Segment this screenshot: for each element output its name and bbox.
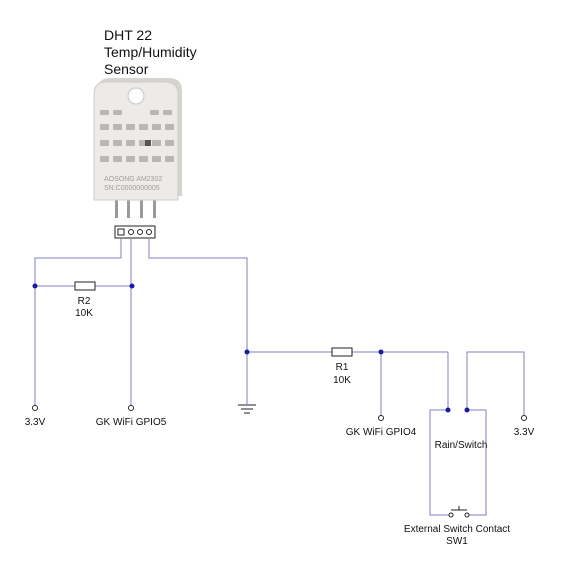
ground-symbol — [238, 404, 256, 414]
terminal-gpio5 — [128, 405, 134, 411]
label-gpio5: GK WiFi GPIO5 — [96, 417, 167, 428]
sensor-mount-hole — [127, 87, 145, 105]
wire-3v3-right — [466, 351, 525, 415]
connector-pin-1 — [117, 228, 125, 236]
junctions — [32, 283, 470, 413]
label-gpio4: GK WiFi GPIO4 — [346, 427, 417, 438]
sensor-pin-4 — [153, 196, 156, 218]
terminal-left-3v3 — [32, 405, 38, 411]
rain-switch-label: Rain/Switch — [435, 440, 488, 451]
sensor-title-line-1: DHT 22 — [104, 27, 152, 43]
wire-ext-left — [429, 409, 449, 516]
r2-ref-label: R2 — [78, 296, 91, 307]
sensor-grille — [100, 110, 174, 162]
terminals — [32, 405, 527, 421]
label-right-3v3: 3.3V — [514, 427, 535, 438]
wire-vcc-left — [34, 238, 122, 405]
wire-ground — [148, 238, 248, 404]
sw1-contact-right — [464, 512, 470, 518]
junction-ground-r1 — [244, 349, 250, 355]
r1-value-label: 10K — [333, 375, 351, 386]
label-left-3v3: 3.3V — [25, 417, 46, 428]
sensor-title-line-2: Temp/Humidity — [104, 44, 197, 60]
wire-ext-right — [467, 409, 487, 516]
junction-rain-left — [445, 407, 451, 413]
sensor-pin-3 — [140, 196, 143, 218]
r2-value-label: 10K — [75, 308, 93, 319]
junction-r2-right — [129, 283, 135, 289]
junction-r1-gpio4 — [378, 349, 384, 355]
junction-r2-left — [32, 283, 38, 289]
sensor-pin-2 — [127, 196, 130, 218]
terminal-right-3v3 — [521, 415, 527, 421]
ext-switch-label: External Switch Contact — [404, 524, 510, 535]
sensor-title-line-3: Sensor — [104, 61, 149, 77]
wires — [34, 238, 525, 516]
connector-pin-4 — [146, 229, 152, 235]
connector-pin-3 — [137, 229, 143, 235]
dht22-sensor-image: AOSONG AM2302 SN:C0000000005 — [93, 78, 182, 218]
resistor-r1 — [331, 347, 353, 357]
external-switch-sw1 — [448, 506, 470, 518]
sensor-body-text-2: SN:C0000000005 — [104, 185, 160, 192]
connector-pin-2 — [128, 229, 134, 235]
sw1-ref-label: SW1 — [446, 536, 468, 547]
sensor-element-window — [145, 140, 151, 146]
sensor-pin-1 — [115, 196, 118, 218]
sensor-body-text-1: AOSONG AM2302 — [104, 176, 162, 183]
junction-rain-right — [464, 407, 470, 413]
sw1-contact-left — [448, 512, 454, 518]
terminal-gpio4 — [378, 415, 384, 421]
sensor-connector — [114, 225, 156, 239]
r1-ref-label: R1 — [336, 362, 349, 373]
resistor-r2 — [74, 281, 96, 291]
